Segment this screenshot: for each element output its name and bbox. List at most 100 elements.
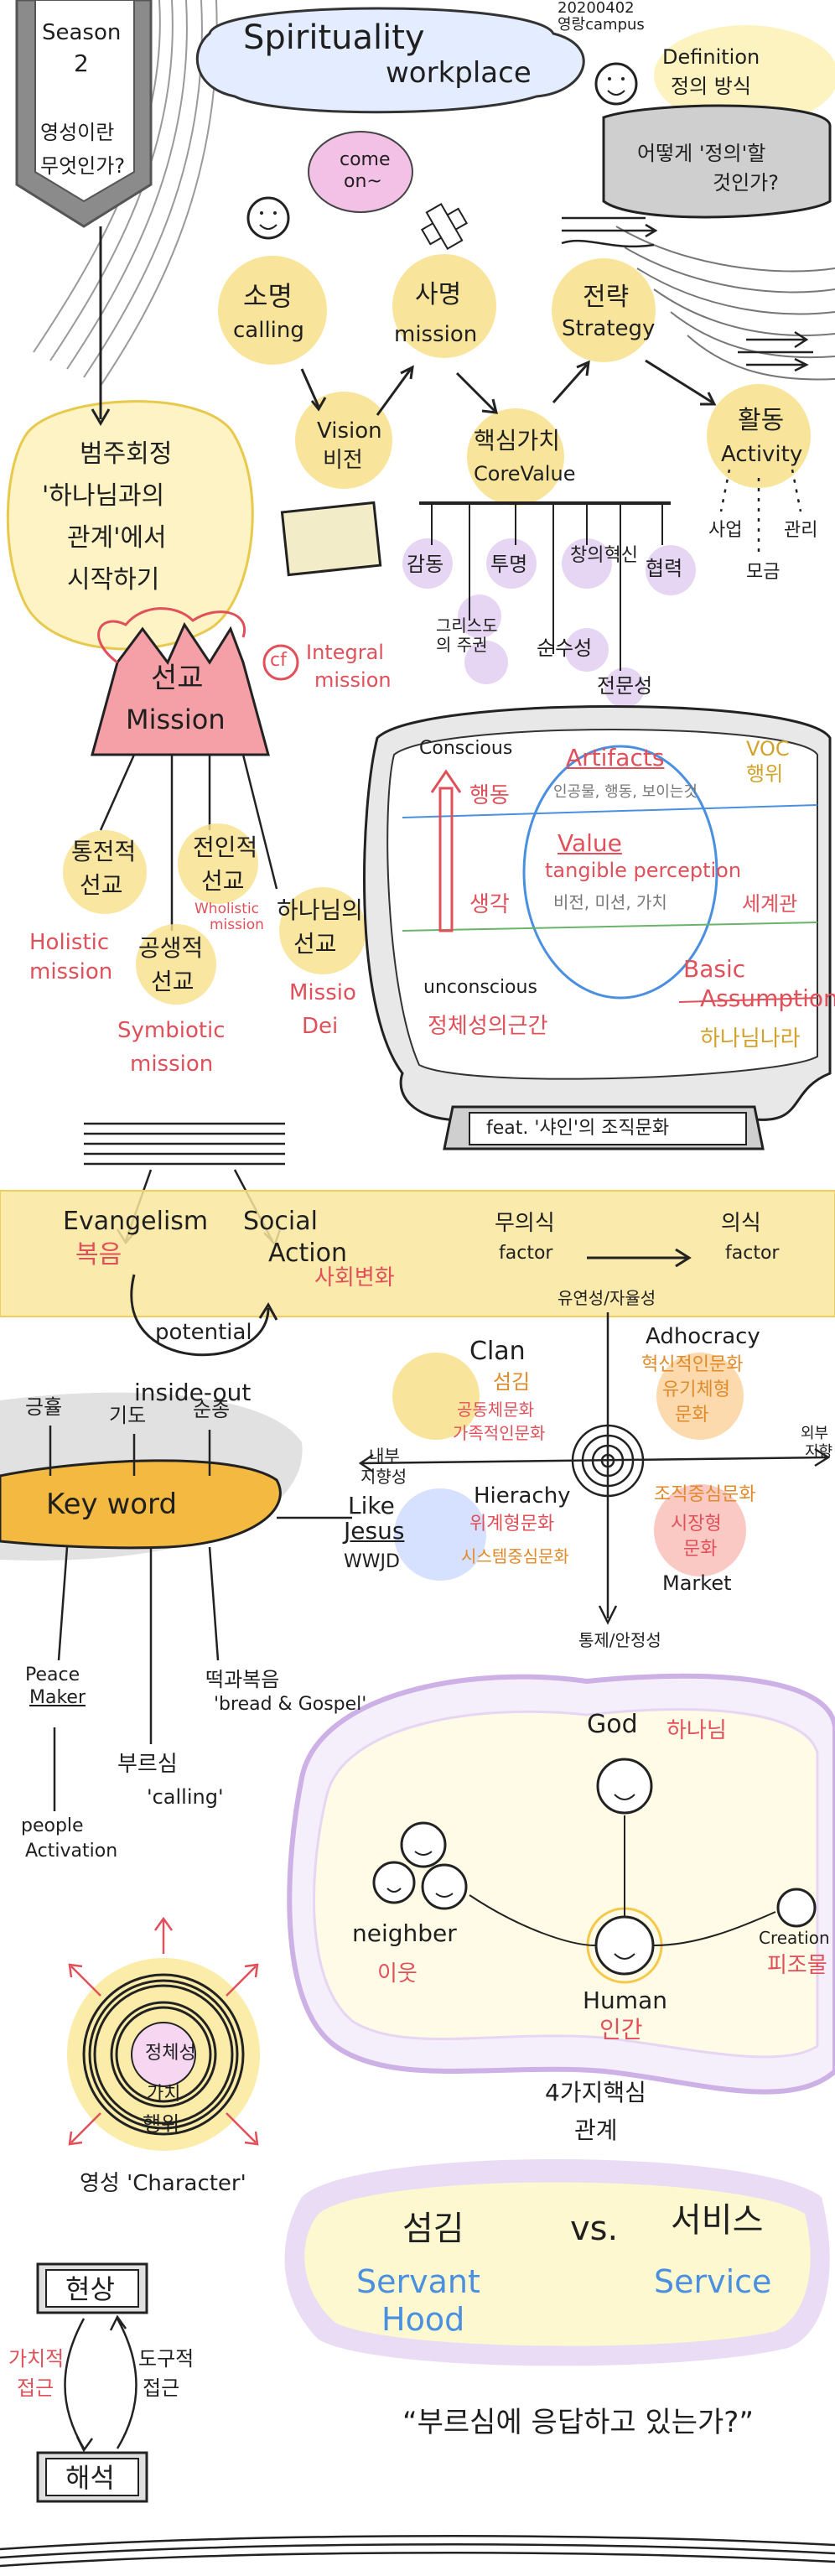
character-inner: 정체성 — [145, 2043, 196, 2064]
value-item: 순수성 — [537, 636, 593, 660]
potential-label: potential — [155, 1320, 252, 1345]
integral-line2: mission — [314, 668, 392, 692]
hierarchy-sub1: 위계형문화 — [469, 1514, 555, 1535]
keyword-top-item: 순종 — [193, 1398, 231, 1421]
keyword-top-item: 기도 — [109, 1404, 147, 1427]
phenomenon-label: 현상 — [65, 2273, 115, 2305]
voc-label: VOC — [746, 737, 790, 761]
god-ko: 하나님 — [666, 1718, 727, 1743]
servant-en-line2: Hood — [381, 2301, 465, 2338]
come-on-bubble — [308, 131, 413, 213]
how-question-line2: 것인가? — [713, 171, 779, 195]
hierarchy-en: Hierachy — [474, 1483, 571, 1509]
come-on-line1: come — [340, 149, 391, 170]
integral-line1: Integral — [306, 641, 384, 664]
corevalue-ko: 핵심가치 — [474, 427, 561, 454]
beginning-line1: 범주회정 — [80, 439, 173, 469]
calling-en-label: 'calling' — [147, 1785, 224, 1809]
axis-right-line1: 외부 — [801, 1425, 829, 1442]
evangelism-en: Evangelism — [63, 1207, 209, 1236]
clan-sub2: 가족적인문화 — [453, 1423, 546, 1443]
activity-item: 모금 — [746, 562, 781, 583]
value-item: 창의혁신 — [570, 545, 638, 566]
dei-en-1: Missio — [289, 980, 356, 1005]
clan-en: Clan — [469, 1337, 526, 1366]
servant-ko: 섬김 — [402, 2210, 464, 2248]
adhocracy-sub2: 유기체형 — [662, 1379, 730, 1400]
activity-ko: 활동 — [738, 406, 785, 435]
badge-question-line1: 영성이란 — [40, 121, 115, 144]
market-sub2: 시장형 — [671, 1514, 722, 1535]
artifacts-sub: 인공물, 행동, 보이는것 — [553, 783, 698, 801]
god-en: God — [587, 1710, 638, 1739]
beginning-blob — [6, 400, 254, 651]
wholistic-ko-2: 선교 — [201, 867, 245, 895]
value-item: 감동 — [407, 553, 444, 576]
symbiotic-en-1: Symbiotic — [117, 1018, 226, 1043]
value-item: 투명 — [490, 553, 528, 576]
creation-ko: 피조물 — [767, 1953, 827, 1978]
social-line1: Social — [243, 1207, 318, 1236]
adhocracy-sub1: 혁신적인문화 — [641, 1354, 744, 1375]
definition-en: Definition — [662, 45, 760, 69]
conscious-label: Conscious — [419, 738, 513, 759]
inside-out-label: inside-out — [134, 1379, 252, 1406]
keyword-top-item: 긍휼 — [25, 1395, 63, 1419]
clan-sub1: 공동체문화 — [457, 1400, 534, 1420]
market-sub1: 조직중심문화 — [654, 1484, 756, 1505]
unconscious-factor-en: factor — [499, 1243, 553, 1264]
holistic-ko-1: 통전적 — [71, 838, 137, 865]
evangelism-ko: 복음 — [75, 1240, 122, 1270]
campus-label: 영랑campus — [558, 16, 645, 34]
come-on-line2: on~ — [344, 171, 382, 192]
people-activation-line2: Activation — [25, 1841, 118, 1862]
relations-caption-line1: 4가지핵심 — [545, 2079, 646, 2106]
bread-ko-label: 떡과복음 — [205, 1668, 280, 1691]
conscious-factor-en: factor — [725, 1243, 780, 1264]
mission-volcano — [91, 621, 270, 756]
human-en: Human — [583, 1987, 667, 2014]
conscious-factor-ko: 의식 — [721, 1211, 761, 1236]
adhocracy-en: Adhocracy — [646, 1324, 760, 1349]
wholistic-ko-1: 전인적 — [193, 834, 258, 861]
mission-title-en: Mission — [126, 704, 226, 735]
social-line2: Action — [268, 1239, 347, 1268]
title-cloud — [195, 7, 585, 114]
value-approach-line1: 가치적 — [8, 2347, 65, 2371]
market-en: Market — [662, 1571, 732, 1595]
corevalue-en: CoreValue — [474, 462, 576, 486]
mission-en: mission — [394, 322, 478, 347]
hierarchy-sub2: 시스템중심문화 — [461, 1546, 569, 1566]
activity-item: 사업 — [708, 520, 743, 541]
neighbor-ko: 이웃 — [377, 1961, 418, 1987]
cf-label: cf — [270, 650, 287, 671]
holistic-en-2: mission — [29, 959, 113, 984]
dei-ko-2: 선교 — [293, 930, 337, 958]
activity-en: Activity — [721, 442, 803, 467]
vision-ko: 비전 — [323, 448, 363, 473]
identity-label: 정체성의근간 — [428, 1014, 548, 1039]
question-grey-box — [602, 104, 832, 219]
value-item: 협력 — [646, 557, 683, 580]
like-jesus-line2: Jesus — [344, 1517, 405, 1545]
calling-en: calling — [233, 318, 304, 343]
tangible-label: tangible perception — [545, 859, 742, 882]
vision-en: Vision — [317, 418, 382, 444]
tool-approach-line2: 접근 — [143, 2376, 180, 2400]
season-number: 2 — [74, 49, 89, 77]
people-activation-line1: people — [21, 1815, 84, 1836]
axis-bottom-label: 통제/안정성 — [578, 1630, 661, 1650]
symbiotic-ko-1: 공생적 — [138, 934, 204, 962]
character-middle: 가치 — [147, 2084, 181, 2105]
feat-label: feat. '샤인'의 조직문화 — [486, 1118, 670, 1139]
unconscious-factor-ko: 무의식 — [495, 1211, 555, 1236]
how-question-line1: 어떻게 '정의'할 — [637, 142, 766, 165]
definition-ko: 정의 방식 — [671, 75, 751, 98]
service-ko: 서비스 — [671, 2201, 764, 2240]
service-en: Service — [654, 2263, 772, 2300]
worldview-label: 세계관 — [742, 892, 798, 916]
peace-maker-line2: Maker — [29, 1687, 86, 1708]
clan-ko: 섬김 — [493, 1370, 531, 1394]
neighbor-en: neighber — [352, 1919, 457, 1947]
